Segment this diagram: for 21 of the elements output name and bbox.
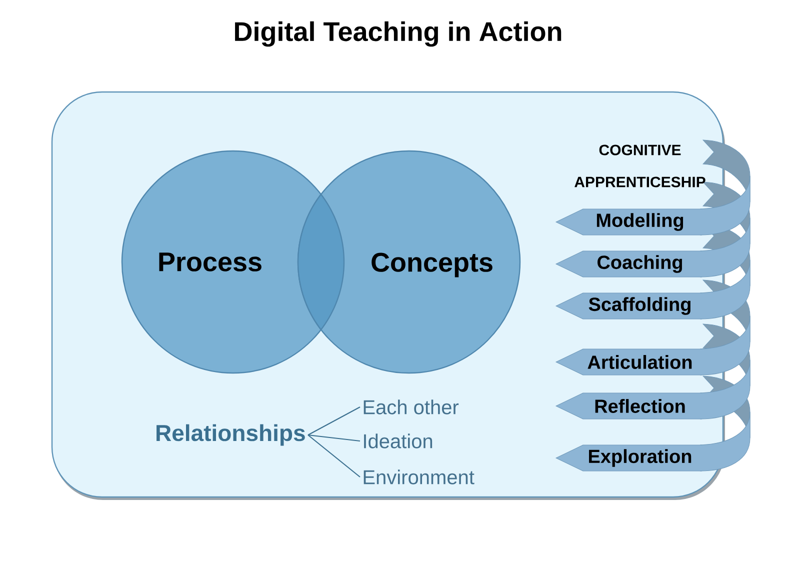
arrow-banner: Exploration bbox=[556, 444, 702, 472]
node-label: Modelling bbox=[596, 213, 684, 231]
arrow-banner: Scaffolding bbox=[556, 292, 702, 320]
heading: Relationships bbox=[156, 424, 305, 446]
arrow-banner: Modelling bbox=[556, 208, 702, 236]
node-label: Scaffolding bbox=[588, 297, 690, 315]
arrow-banner: Coaching bbox=[556, 250, 702, 278]
connector-line bbox=[308, 434, 360, 442]
list-item: Each other bbox=[364, 400, 459, 414]
list-item: Environment bbox=[364, 470, 474, 484]
list-item: Ideation bbox=[364, 434, 432, 448]
node-label: Articulation bbox=[588, 355, 692, 369]
node-label: Reflection bbox=[595, 399, 685, 413]
node-label: Exploration bbox=[589, 449, 692, 467]
arrow-banner: Articulation bbox=[556, 348, 702, 376]
heading: COGNITIVE APPRENTICESHIP bbox=[574, 144, 706, 188]
arrow-banner: Reflection bbox=[556, 392, 702, 420]
node-label: Coaching bbox=[598, 255, 682, 273]
connector-line bbox=[308, 434, 360, 478]
connector-line bbox=[308, 406, 360, 436]
title: Digital Teaching in Action bbox=[235, 21, 562, 47]
